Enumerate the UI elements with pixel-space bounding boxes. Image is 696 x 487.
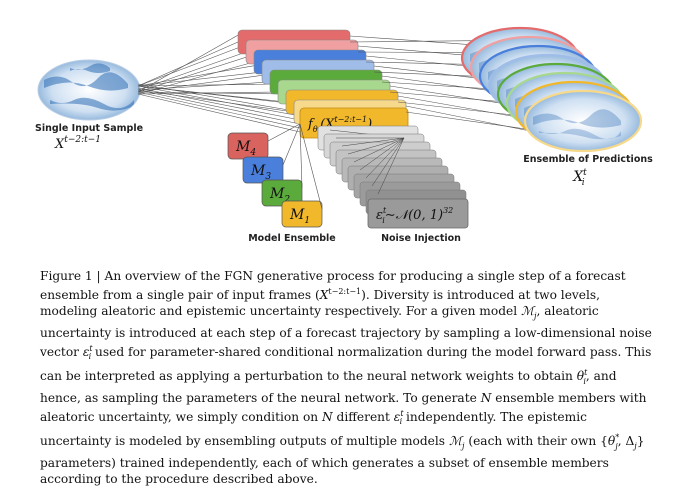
out-line [405, 111, 541, 132]
svg-text:M3: M3 [250, 163, 271, 182]
noise-line [365, 137, 405, 179]
fan-line [137, 83, 301, 113]
fan-line [137, 91, 289, 95]
out-line [405, 105, 546, 135]
fan-line [137, 71, 263, 87]
input-to-stack-lines [137, 33, 301, 133]
fan-line [137, 85, 301, 117]
fan-line [137, 93, 301, 133]
fan-line [137, 89, 295, 113]
fan-line [137, 91, 301, 129]
model-ensemble-label: Model Ensemble [248, 233, 336, 244]
svg-text:M2: M2 [269, 186, 290, 205]
svg-text:M4: M4 [235, 139, 256, 158]
noise-line [353, 137, 405, 163]
model-box-1: M1 [281, 200, 323, 228]
fgn-overview-figure: Single Input Sample Xt−2:t−1 fθt(Xt−2:t−… [35, 26, 653, 244]
input-math: Xt−2:t−1 [54, 135, 101, 152]
noise-line [347, 137, 405, 155]
fan-line [137, 89, 301, 125]
fan-line [137, 41, 239, 87]
fan-line [137, 63, 265, 87]
noise-line [359, 137, 405, 171]
prediction-map [523, 89, 643, 153]
noise-line [341, 137, 405, 147]
fan-line [137, 87, 301, 121]
ensemble-label: Ensemble of Predictions [523, 154, 653, 165]
fan-line [137, 83, 281, 87]
noise-injection-label: Noise Injection [381, 233, 461, 244]
svg-text:εti∼𝒩(0, 1)32: εti∼𝒩(0, 1)32 [376, 206, 453, 225]
model-box-3: M3 [242, 156, 284, 184]
model-box-4: M4 [227, 132, 269, 160]
fan-line [137, 73, 273, 93]
noise-line [377, 137, 405, 195]
input-label: Single Input Sample [35, 123, 143, 134]
model-box-2: M2 [261, 179, 303, 207]
svg-text:M1: M1 [289, 207, 310, 226]
noise-line [371, 137, 405, 187]
ensemble-prediction-maps [460, 26, 643, 153]
fan-line [137, 43, 249, 87]
fan-line [137, 85, 297, 105]
input-sample-map [37, 59, 141, 121]
fan-line [137, 33, 241, 93]
